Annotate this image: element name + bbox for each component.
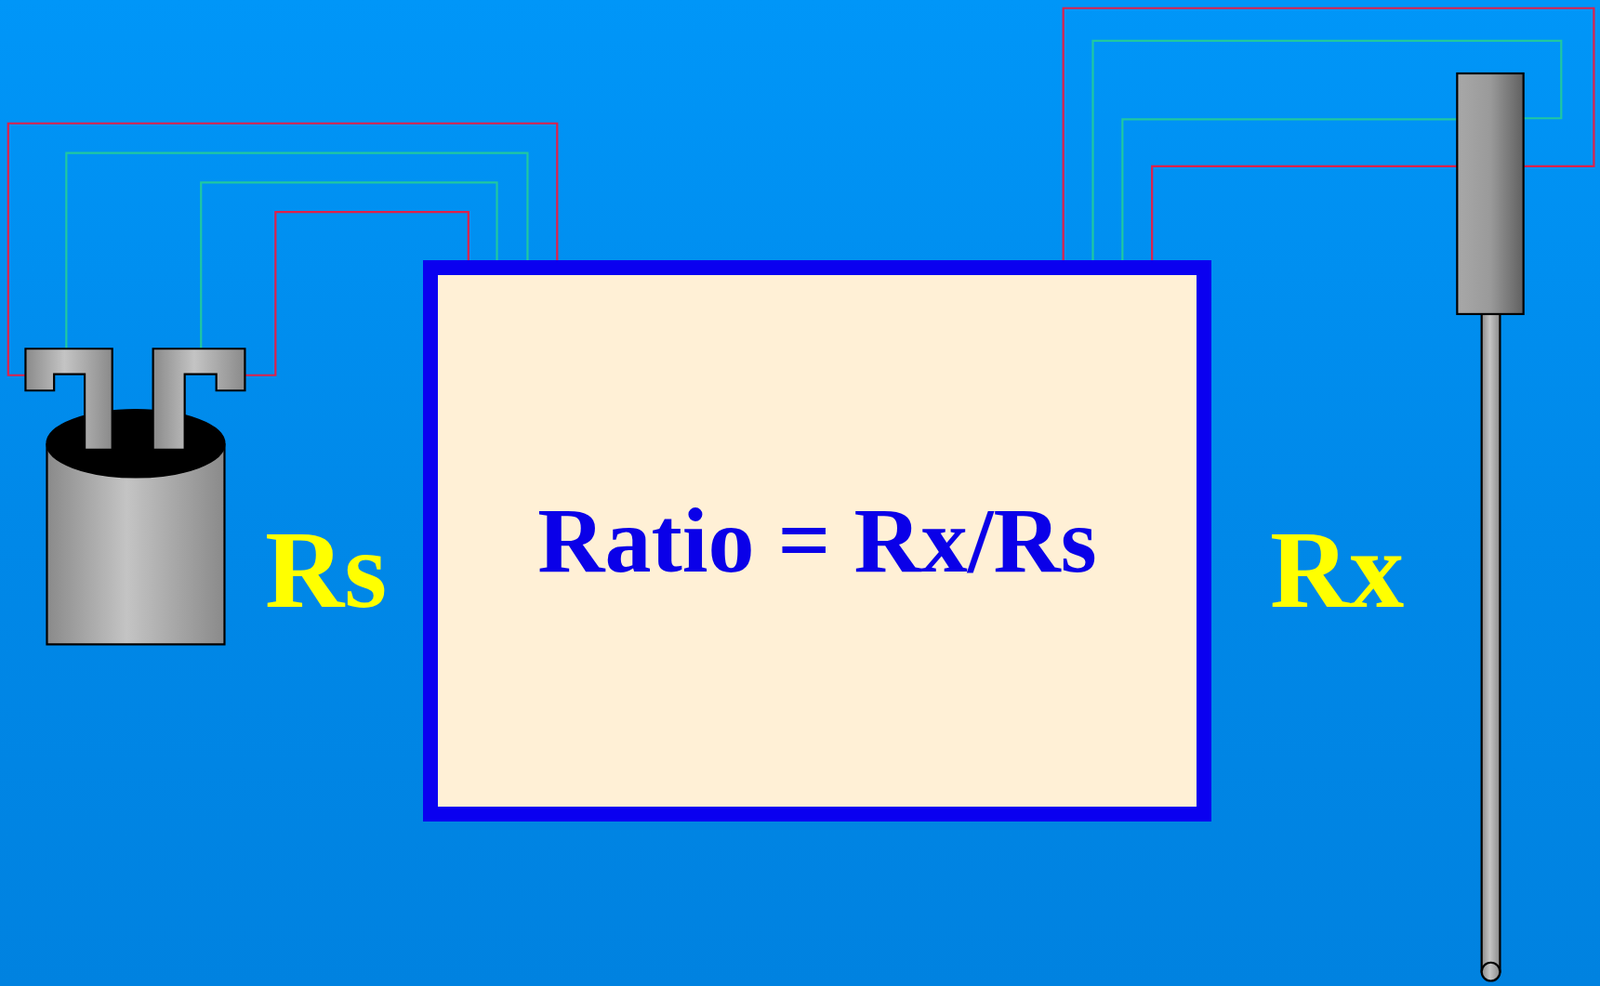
ratio-box: Ratio = Rx/Rs (423, 260, 1212, 822)
thermometer-probe (1456, 73, 1523, 982)
ratio-formula: Ratio = Rx/Rs (537, 489, 1097, 593)
standard-resistor (25, 348, 245, 645)
resistor-label: Rs (264, 515, 387, 626)
resistor-label: Rx (1269, 515, 1404, 626)
